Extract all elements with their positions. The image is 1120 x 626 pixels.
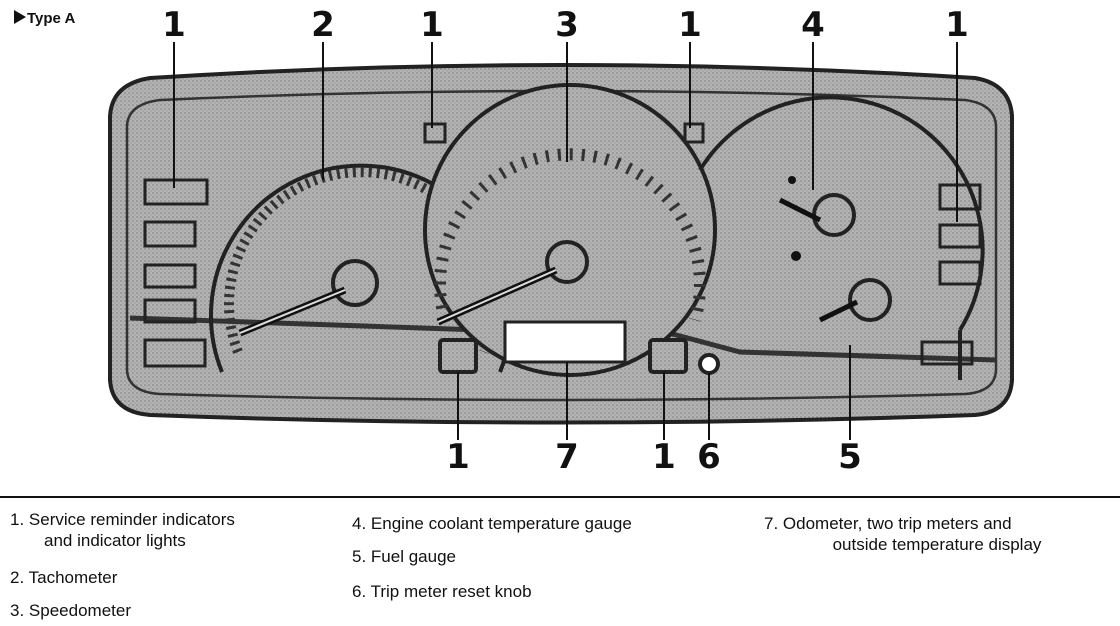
legend-text: Tachometer [28, 568, 118, 587]
indicator-light-tach-top [423, 122, 447, 144]
callout-1-top-d: 1 [945, 5, 969, 45]
speedometer-gauge [423, 83, 717, 377]
indicator-light-speedo-top [683, 122, 705, 144]
type-label-text: Type A [27, 10, 76, 27]
callout-7-bottom: 7 [555, 437, 579, 477]
callout-1-bottom-a: 1 [446, 437, 470, 477]
legend-item-7: 7. Odometer, two trip meters and outside… [764, 513, 1110, 555]
legend-number: 6. [352, 582, 367, 601]
type-label: Type A [14, 10, 75, 27]
legend-text: Fuel gauge [370, 547, 456, 566]
legend-number: 7. [764, 514, 779, 533]
legend-number: 1. [10, 510, 25, 529]
legend-item-6: 6. Trip meter reset knob [352, 581, 532, 602]
callout-2-top: 2 [311, 5, 335, 45]
indicator-lights-right [920, 183, 982, 366]
callout-6-bottom: 6 [697, 437, 721, 477]
odometer-display [503, 320, 627, 364]
callout-1-top-a: 1 [162, 5, 186, 45]
legend-number: 2. [10, 568, 25, 587]
callout-1-top-b: 1 [420, 5, 444, 45]
legend-number: 3. [10, 601, 25, 620]
arrow-right-icon [14, 10, 26, 24]
leader-lines [173, 42, 958, 440]
legend-divider [0, 496, 1120, 498]
legend-item-5: 5. Fuel gauge [352, 546, 456, 567]
legend-text: Odometer, two trip meters and [782, 514, 1012, 533]
indicator-light-bottom-left [438, 338, 478, 374]
legend-item-3: 3. Speedometer [10, 600, 131, 621]
legend-text: Speedometer [28, 601, 131, 620]
legend-text-line2: and indicator lights [44, 531, 186, 550]
indicator-light-bottom-right [648, 338, 688, 374]
callout-1-top-c: 1 [678, 5, 702, 45]
callout-4-top: 4 [801, 5, 825, 45]
legend-text: Service reminder indicators [28, 510, 235, 529]
legend-number: 5. [352, 547, 367, 566]
instrument-cluster-diagram [108, 42, 1014, 440]
legend-text-line2: outside temperature display [832, 535, 1042, 554]
legend-number: 4. [352, 514, 367, 533]
legend-item-4: 4. Engine coolant temperature gauge [352, 513, 632, 534]
temp-fuel-gauge [698, 95, 985, 380]
indicator-lights-left [143, 178, 209, 368]
legend-item-1: 1. Service reminder indicators and indic… [10, 509, 235, 551]
legend-item-2: 2. Tachometer [10, 567, 117, 588]
callout-5-bottom: 5 [838, 437, 862, 477]
legend-text: Trip meter reset knob [370, 582, 532, 601]
legend-text: Engine coolant temperature gauge [370, 514, 632, 533]
callout-3-top: 3 [555, 5, 579, 45]
callout-1-bottom-b: 1 [652, 437, 676, 477]
trip-reset-knob [698, 353, 720, 375]
